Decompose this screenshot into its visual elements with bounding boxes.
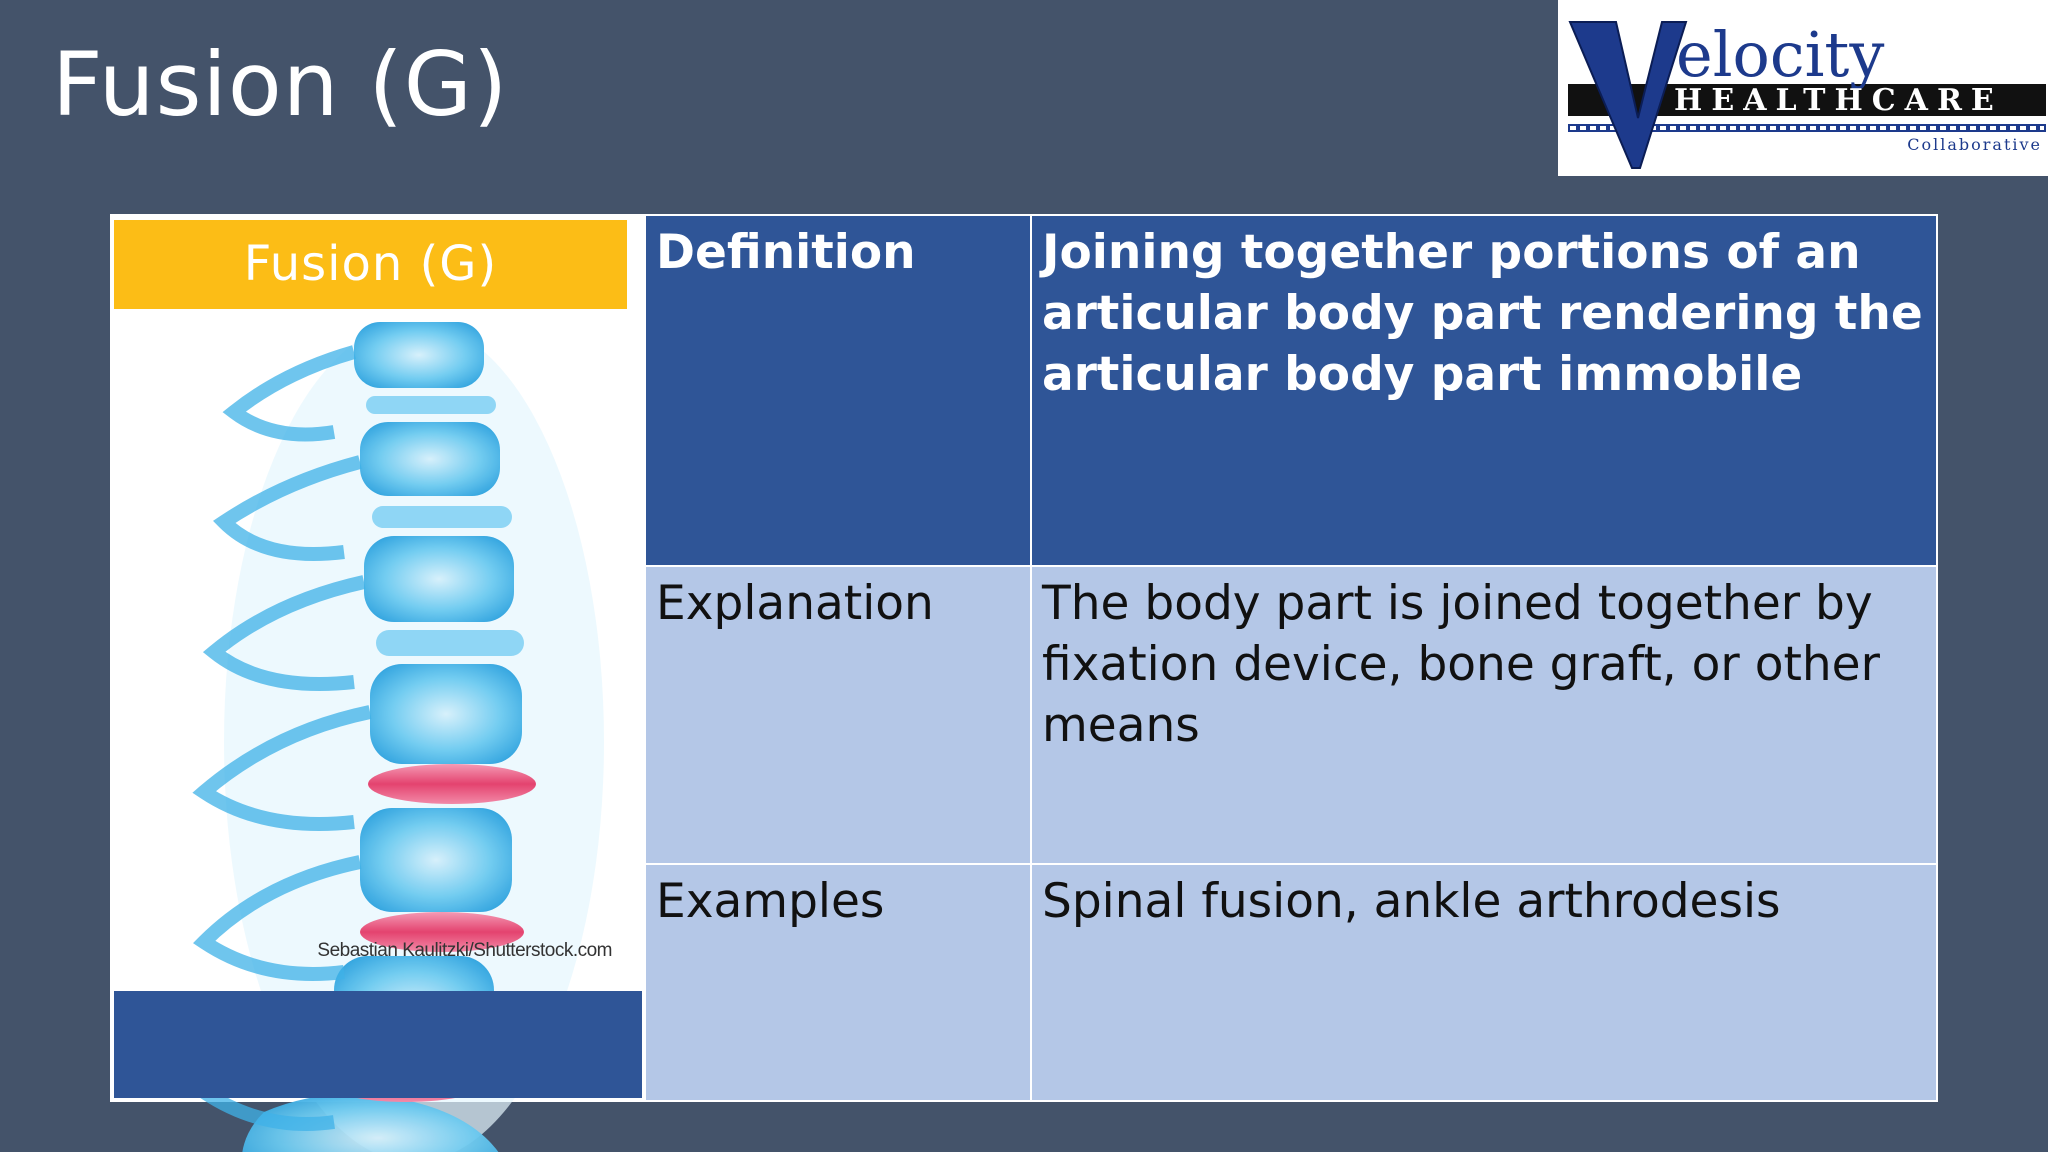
table-row: Explanation The body part is joined toge… — [644, 565, 1938, 865]
logo-healthcare-text: HEALTHCARE — [1674, 83, 2003, 118]
row-content-definition: Joining together portions of an articula… — [1030, 214, 1938, 567]
row-label-explanation: Explanation — [644, 565, 1032, 865]
logo-v-mark — [1568, 21, 1688, 169]
image-footer-bar — [114, 991, 642, 1098]
image-credit: Sebastian Kaulitzki/Shutterstock.com — [317, 940, 612, 961]
logo-graphic: elocity HEALTHCARE Collaborative — [1568, 18, 2046, 169]
slide-title: Fusion (G) — [52, 33, 509, 136]
logo-collaborative-text: Collaborative — [1907, 135, 2042, 154]
row-content-examples: Spinal fusion, ankle arthrodesis — [1030, 863, 1938, 1102]
image-header: Fusion (G) — [114, 220, 627, 309]
upper-discs — [366, 396, 524, 656]
logo-filmstrip — [1568, 124, 2046, 132]
fusion-info-table: Definition Joining together portions of … — [644, 214, 1938, 1102]
vertebrae — [242, 322, 522, 1152]
spine-image-panel: Fusion (G) — [110, 214, 644, 1152]
row-label-examples: Examples — [644, 863, 1032, 1102]
table-row: Examples Spinal fusion, ankle arthrodesi… — [644, 863, 1938, 1102]
velocity-healthcare-logo: elocity HEALTHCARE Collaborative — [1558, 0, 2048, 176]
row-label-definition: Definition — [644, 214, 1032, 567]
logo-wordmark: elocity — [1676, 18, 1884, 91]
spine-illustration — [192, 322, 604, 1152]
row-content-explanation: The body part is joined together by fixa… — [1030, 565, 1938, 865]
table-row: Definition Joining together portions of … — [644, 214, 1938, 567]
